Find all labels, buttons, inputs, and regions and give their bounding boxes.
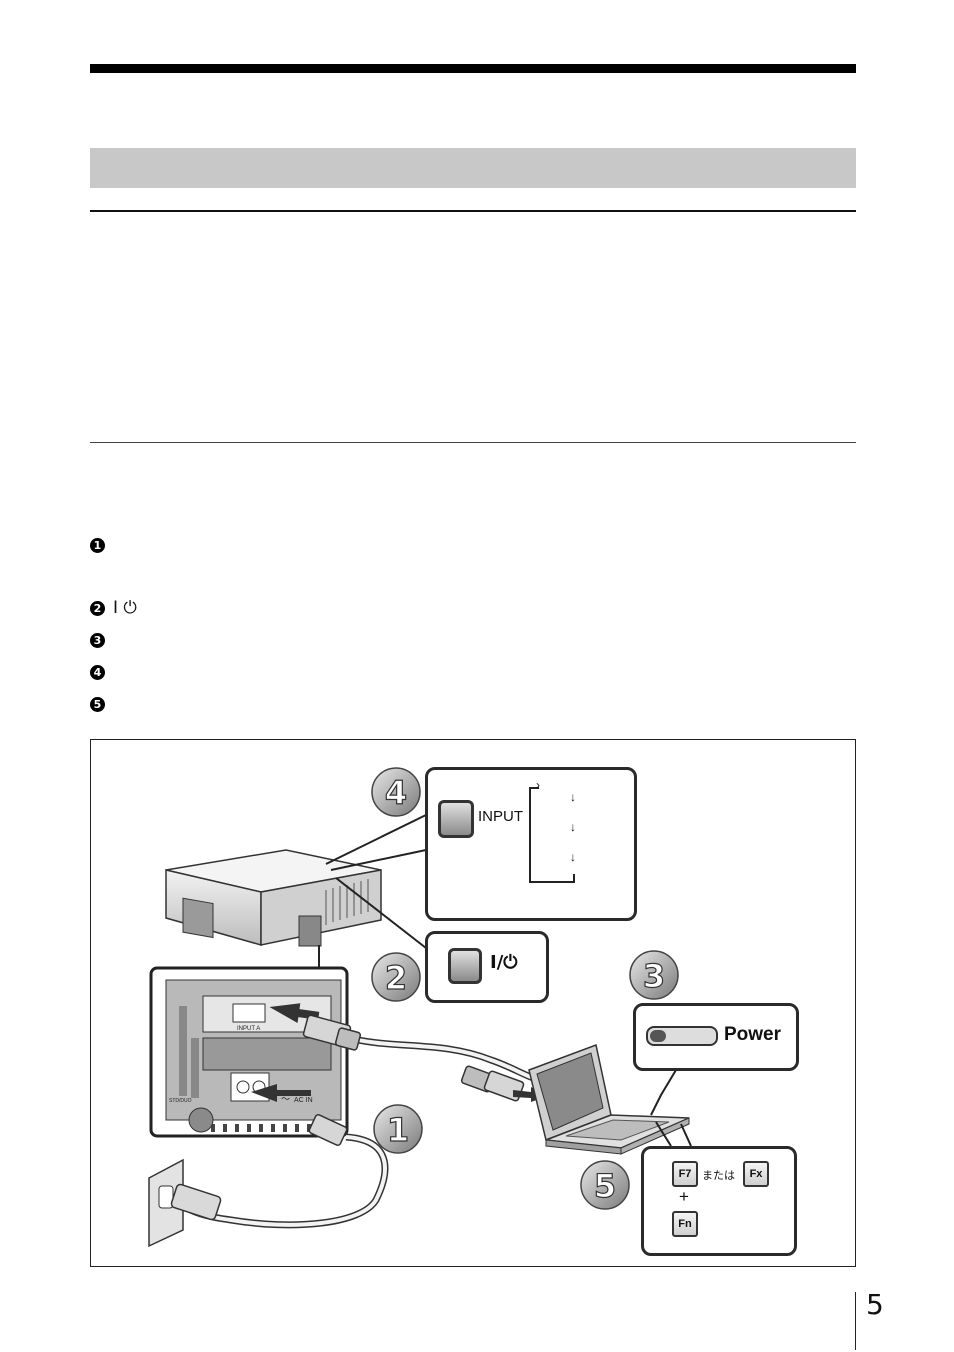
arrow-icon	[269, 1003, 320, 1024]
step-badge-3: 3	[629, 950, 679, 1000]
step-2: 2 I ⏻	[90, 597, 850, 619]
plus-label: +	[679, 1187, 689, 1206]
power-switch-icon	[646, 1026, 718, 1046]
step-badge-4: 4	[371, 767, 421, 817]
ac-in-label: AC IN	[294, 1097, 313, 1104]
subsection-rule	[90, 442, 856, 443]
section-rule	[90, 210, 856, 212]
step-text: I ⏻	[113, 598, 137, 618]
power-button-icon	[448, 948, 482, 984]
keys-callout: F7 または Fx + Fn	[641, 1146, 797, 1256]
arrow-down-icon: ↓	[570, 790, 576, 804]
power-callout: I/⏻	[425, 931, 549, 1003]
svg-text:5: 5	[594, 1167, 616, 1205]
std-duo-label: STD/DUO	[169, 1098, 192, 1104]
fx-key-icon: Fx	[743, 1161, 769, 1187]
svg-text:3: 3	[643, 957, 665, 995]
wall-outlet-illustration	[148, 1158, 222, 1248]
fn-key-icon: Fn	[672, 1211, 698, 1237]
step-marker: 4	[90, 664, 105, 680]
laptop-illustration	[528, 1043, 690, 1155]
input-a-label: INPUT A	[237, 1026, 260, 1032]
step-1: 1	[90, 534, 850, 556]
or-label: または	[702, 1169, 735, 1182]
step-badge-1: 1	[373, 1104, 423, 1154]
page-number: 5	[866, 1288, 884, 1321]
arrow-right-icon: ›	[536, 778, 540, 792]
power-symbol: I/⏻	[490, 952, 518, 973]
laptop-power-label: Power	[724, 1024, 782, 1045]
rear-panel-illustration	[149, 966, 349, 1138]
step-badge-5: 5	[580, 1160, 630, 1210]
page-number-rule	[855, 1292, 856, 1350]
step-marker: 5	[90, 696, 105, 712]
step-3: 3	[90, 629, 850, 651]
step-4: 4	[90, 661, 850, 683]
arrow-down-icon: ↓	[570, 820, 576, 834]
svg-text:2: 2	[385, 959, 407, 997]
ac-symbol: 〜	[281, 1095, 290, 1105]
svg-text:1: 1	[387, 1111, 409, 1149]
f7-key-icon: F7	[672, 1161, 698, 1187]
arrow-icon	[251, 1084, 311, 1102]
step-marker: 2	[90, 600, 105, 616]
connection-figure: INPUT A AC IN STD/DUO 〜	[90, 739, 856, 1267]
input-button-icon	[438, 800, 474, 838]
arrow-down-icon: ↓	[570, 850, 576, 864]
step-marker: 1	[90, 537, 105, 553]
laptop-power-callout: Power	[633, 1003, 799, 1071]
step-marker: 3	[90, 632, 105, 648]
input-callout: INPUT › ↓ ↓ ↓	[425, 767, 637, 921]
section-band	[90, 148, 856, 188]
input-label: INPUT	[478, 808, 523, 825]
step-5: 5	[90, 693, 850, 715]
figure-illustration: INPUT A AC IN STD/DUO 〜	[148, 767, 692, 1248]
svg-text:4: 4	[385, 774, 407, 812]
step-badge-2: 2	[371, 952, 421, 1002]
top-rule	[90, 64, 856, 73]
projector-illustration	[165, 849, 382, 947]
